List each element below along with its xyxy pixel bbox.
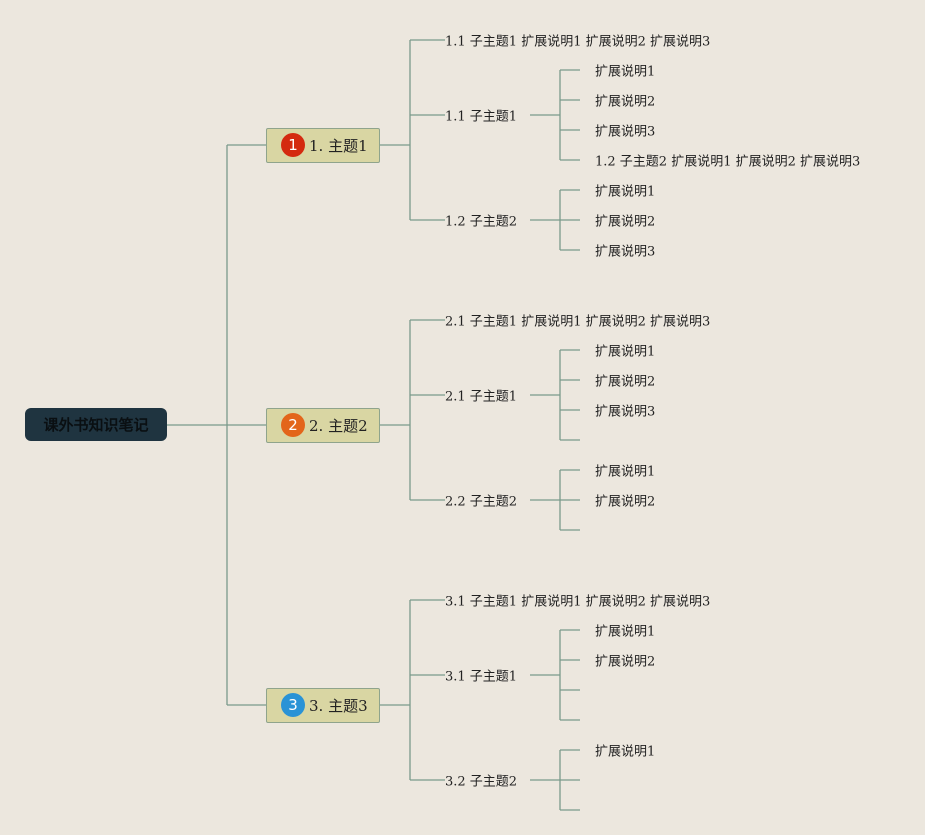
number-badge-icon: 1 — [281, 133, 305, 157]
subtopic-node[interactable]: 2.1 子主题1 扩展说明1 扩展说明2 扩展说明3 — [445, 314, 711, 330]
detail-node[interactable]: 扩展说明1 — [595, 624, 656, 640]
subtopic-node[interactable]: 2.2 子主题2 — [445, 494, 518, 510]
subtopic-node[interactable]: 1.2 子主题2 — [445, 214, 518, 230]
subtopic-node[interactable]: 1.1 子主题1 — [445, 109, 518, 125]
subtopic-node[interactable]: 3.1 子主题1 扩展说明1 扩展说明2 扩展说明3 — [445, 594, 711, 610]
detail-node[interactable]: 扩展说明2 — [595, 374, 656, 390]
detail-node[interactable]: 扩展说明1 — [595, 464, 656, 480]
detail-node[interactable]: 扩展说明2 — [595, 654, 656, 670]
root-topic-label: 课外书知识笔记 — [43, 416, 149, 434]
topic-label: 3. 主题3 — [309, 696, 368, 715]
subtopic-node[interactable]: 1.1 子主题1 扩展说明1 扩展说明2 扩展说明3 — [445, 34, 711, 50]
topic-label: 1. 主题1 — [309, 136, 368, 155]
detail-node[interactable]: 扩展说明2 — [595, 494, 656, 510]
number-badge-icon: 3 — [281, 693, 305, 717]
detail-node[interactable]: 扩展说明1 — [595, 184, 656, 200]
detail-node[interactable]: 扩展说明3 — [595, 244, 656, 260]
detail-node[interactable]: 扩展说明1 — [595, 744, 656, 760]
root-topic[interactable]: 课外书知识笔记 — [25, 408, 167, 441]
detail-node[interactable]: 扩展说明3 — [595, 124, 656, 140]
topic-label: 2. 主题2 — [309, 416, 368, 435]
number-badge-icon: 2 — [281, 413, 305, 437]
detail-node[interactable]: 扩展说明3 — [595, 404, 656, 420]
subtopic-node[interactable]: 3.1 子主题1 — [445, 669, 518, 685]
detail-node[interactable]: 1.2 子主题2 扩展说明1 扩展说明2 扩展说明3 — [595, 154, 861, 170]
detail-node[interactable]: 扩展说明1 — [595, 64, 656, 80]
detail-node[interactable]: 扩展说明2 — [595, 214, 656, 230]
detail-node[interactable]: 扩展说明2 — [595, 94, 656, 110]
detail-node[interactable]: 扩展说明1 — [595, 344, 656, 360]
subtopic-node[interactable]: 3.2 子主题2 — [445, 774, 518, 790]
subtopic-node[interactable]: 2.1 子主题1 — [445, 389, 518, 405]
